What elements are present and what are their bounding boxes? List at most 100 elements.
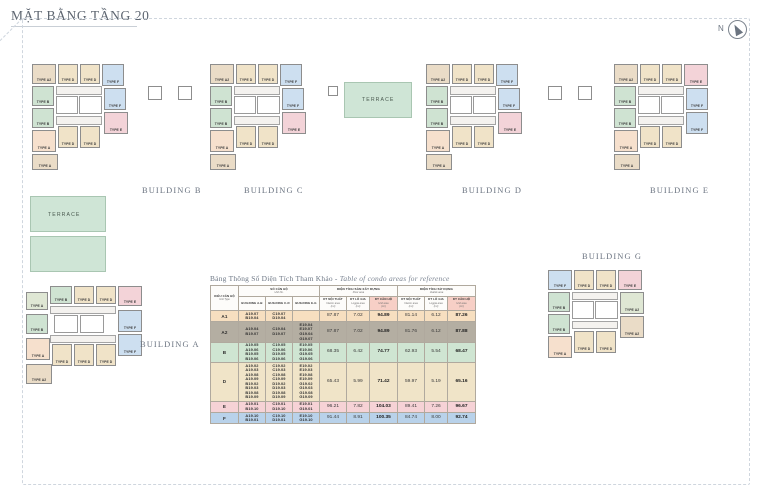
unit-block: TYPE E (118, 286, 142, 306)
building-b-plan: TYPE A2 TYPE D TYPE D TYPE F TYPE B TYPE… (28, 62, 146, 172)
corridor (450, 116, 496, 125)
unit-block: TYPE D (96, 344, 116, 366)
core-lift (473, 96, 496, 114)
th-floor-area-group: DIỆN TÍCH SÀN XÂY DỰNG Floor area (319, 285, 398, 297)
cell-floor-unit: 71.42 (369, 362, 398, 402)
unit-block: TYPE A2 (426, 64, 450, 84)
cell-usable-loggia: 8.00 (424, 411, 448, 425)
cell-usable-unit: 87.26 (447, 310, 476, 323)
lbl: Interior area (404, 301, 418, 305)
cell-floor-interior: 87.87 (319, 310, 347, 323)
unit-block: TYPE A (210, 130, 234, 152)
core-stair (234, 96, 256, 114)
cell-usable-interior: 81.14 (397, 310, 425, 323)
cell-usable-unit: 65.16 (447, 362, 476, 402)
cell-unit-type: A1 (210, 310, 239, 323)
th-floor-loggia: DT LÔ GIA Loggia area (m²) (346, 295, 370, 312)
unit-block: TYPE D (96, 286, 116, 304)
unit-block: TYPE B (548, 314, 570, 334)
unit-block: TYPE D (80, 126, 100, 148)
th-floor-unit: DT CĂN HỘ Unit area (m²) (369, 295, 398, 312)
void-court (148, 86, 162, 100)
corridor (50, 335, 116, 343)
corridor (56, 86, 102, 95)
site-boundary-dashed (22, 18, 750, 485)
unit-block: TYPE A (614, 154, 640, 170)
unit-block: TYPE B (426, 108, 448, 128)
cell-floor-loggia: 6.42 (346, 341, 370, 364)
unit-block: TYPE A (614, 130, 638, 152)
lbl: (m²) (408, 305, 414, 309)
unit-block: TYPE D (474, 64, 494, 84)
unit-block: TYPE D (236, 126, 256, 148)
corridor (56, 116, 102, 125)
unit-block: TYPE A2 (26, 364, 52, 384)
void-court (328, 86, 338, 96)
terrace-area-top (344, 82, 412, 118)
core-stair (56, 96, 78, 114)
lbl: (m²) (355, 305, 361, 309)
unit-block: TYPE B (32, 108, 54, 128)
corridor (572, 321, 618, 329)
unit-block: TYPE B (32, 86, 54, 106)
lbl: DT CĂN HỘ (452, 297, 471, 302)
cell-floor-unit: 74.77 (369, 341, 398, 364)
unit-block: TYPE F (118, 334, 142, 356)
lbl: DT NỘI THẤT (401, 297, 421, 302)
compass-rose: N (718, 20, 748, 42)
core-lift (79, 96, 102, 114)
lbl: DT NỘI THẤT (323, 297, 343, 302)
unit-block: TYPE B (548, 292, 570, 312)
core-lift (80, 315, 104, 333)
unit-block: TYPE B (614, 86, 636, 106)
unit-block: TYPE B (210, 86, 232, 106)
unit-block: TYPE F (104, 88, 126, 110)
th-floor-area-vi: DIỆN TÍCH SÀN XÂY DỰNG (337, 286, 380, 291)
unit-block: TYPE F (496, 64, 518, 86)
unit-block: TYPE D (80, 64, 100, 84)
unit-block: TYPE D (574, 331, 594, 353)
terrace-area-left-top (30, 196, 106, 232)
unit-block: TYPE A2 (620, 316, 644, 338)
unit-block: TYPE D (452, 64, 472, 84)
compass-disc (728, 20, 747, 39)
table-title-en: Table of condo areas for reference (339, 274, 450, 283)
unit-block: TYPE F (686, 112, 708, 134)
th-unit-no: SỐ CĂN HỘ Unit No. (238, 285, 320, 297)
lbl: Loggia area (429, 301, 443, 305)
unit-block: TYPE D (452, 126, 472, 148)
unit-block: TYPE D (662, 126, 682, 148)
lbl: (m²) (459, 305, 464, 309)
unit-block: TYPE D (596, 270, 616, 290)
unit-block: TYPE D (596, 331, 616, 353)
core-lift (595, 301, 618, 319)
cell-floor-interior: 87.87 (319, 321, 347, 343)
unit-block: TYPE F (280, 64, 302, 86)
th-usable-loggia: DT LÔ GIA Loggia area (m²) (424, 295, 448, 312)
unit-block: TYPE E (618, 270, 642, 290)
cell-floor-unit: 94.89 (369, 310, 398, 323)
th-unit-no-vi: SỐ CĂN HỘ (270, 286, 288, 291)
building-caption-a: BUILDING A (140, 340, 200, 349)
unit-block: TYPE D (74, 286, 94, 304)
corridor (638, 116, 684, 125)
unit-block: TYPE D (236, 64, 256, 84)
corridor (234, 86, 280, 95)
table-title-sep: - (332, 274, 340, 283)
th-floor-area-en: Floor area (352, 290, 365, 294)
lbl: Loggia area (351, 301, 365, 305)
unit-block: TYPE A (548, 336, 572, 358)
title-underline (11, 26, 137, 27)
th-unit-type: KIỂU CĂN HỘ Unit Type (210, 284, 239, 312)
th-usable-area-vi: DIỆN TÍCH SỬ DỤNG (420, 286, 453, 291)
unit-block: TYPE D (258, 64, 278, 84)
unit-block: TYPE F (498, 88, 520, 110)
void-court (178, 86, 192, 100)
